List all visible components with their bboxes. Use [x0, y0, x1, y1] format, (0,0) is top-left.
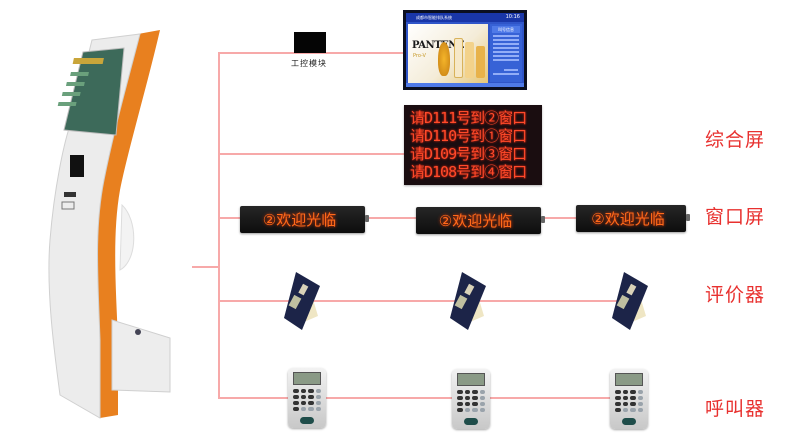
label-comprehensive-screen: 综合屏: [705, 129, 766, 151]
led-call-row: 请D109号到③窗口: [410, 145, 527, 163]
led-call-row: 请D111号到②窗口: [410, 109, 527, 127]
caller-keys: [457, 390, 485, 412]
window-screen-text: ②欢迎光临: [262, 211, 337, 229]
info-monitor: 成都市智能排队系统 10:16 PANTENE Pro-V 叫号信息: [403, 10, 527, 90]
main-bus-wire: [218, 52, 220, 399]
led-call-row: 请D110号到①窗口: [410, 127, 527, 145]
monitor-sidebar-title: 叫号信息: [492, 26, 520, 33]
call-info-line: [493, 35, 519, 37]
queue-ticket-kiosk: [48, 30, 171, 419]
kiosk-screen-button: [65, 82, 85, 86]
kiosk-screen-header: [72, 58, 104, 64]
monitor-screen: 成都市智能排队系统 10:16 PANTENE Pro-V 叫号信息: [406, 13, 524, 87]
call-info-line: [504, 69, 518, 71]
comprehensive-led-screen: 请D111号到②窗口 请D110号到①窗口 请D109号到③窗口 请D108号到…: [404, 105, 542, 185]
kiosk-screen-button: [70, 72, 89, 76]
call-info-line: [493, 51, 519, 53]
call-info-line: [493, 47, 519, 49]
caller-lcd: [293, 372, 321, 385]
label-evaluator: 评价器: [705, 284, 766, 306]
call-info-line: [493, 55, 519, 57]
evaluator-device: [284, 272, 320, 330]
wire-callers: [218, 397, 618, 399]
kiosk-ticket-slot: [64, 192, 76, 197]
ad-product-image: [454, 38, 463, 78]
caller-keypad: [610, 369, 648, 429]
kiosk-printer-cover: [119, 203, 135, 271]
wire-window-screens: [218, 217, 578, 219]
window-led-screen: ②欢迎光临: [416, 207, 545, 234]
caller-keypad: [288, 368, 326, 428]
window-screen-connector: [365, 215, 369, 222]
kiosk-card-reader: [70, 155, 84, 177]
wire-evaluators: [218, 300, 628, 302]
caller-ok-button: [622, 418, 636, 425]
evaluator-device: [612, 272, 648, 330]
caller-keys: [293, 389, 321, 411]
call-info-line: [493, 43, 519, 45]
caller-lcd: [457, 373, 485, 386]
monitor-ticker: [406, 83, 524, 87]
window-screen-text: ②欢迎光临: [591, 210, 665, 228]
monitor-advertisement: PANTENE Pro-V: [408, 24, 488, 87]
caller-lcd: [615, 373, 643, 386]
monitor-time: 10:16: [505, 14, 520, 20]
kiosk-base: [111, 319, 171, 393]
window-led-screen: ②欢迎光临: [240, 206, 369, 233]
kiosk-lock-icon: [135, 329, 141, 335]
window-screen-connector: [686, 214, 690, 221]
control-module-box: [294, 32, 326, 53]
call-info-line: [493, 73, 519, 75]
ad-brand: PANTENE: [412, 40, 465, 51]
window-led-screen: ②欢迎光临: [576, 205, 690, 232]
wire-from-kiosk: [192, 266, 219, 268]
control-module-label: 工控模块: [291, 59, 327, 68]
caller-keypad: [452, 369, 490, 429]
led-call-row: 请D108号到④窗口: [410, 163, 527, 181]
window-screen-connector: [541, 216, 545, 223]
label-window-screen: 窗口屏: [705, 206, 766, 228]
caller-keys: [615, 390, 643, 412]
ad-product-image: [438, 42, 450, 76]
caller-ok-button: [300, 417, 314, 424]
monitor-header-title: 成都市智能排队系统: [416, 15, 452, 20]
call-info-line: [493, 39, 519, 41]
ad-product-image: [476, 46, 485, 78]
call-info-line: [493, 59, 519, 61]
window-screen-text: ②欢迎光临: [438, 212, 513, 230]
monitor-header: 成都市智能排队系统 10:16: [406, 13, 524, 22]
evaluator-device: [450, 272, 486, 330]
kiosk-screen-button: [57, 102, 77, 106]
ad-subtitle: Pro-V: [413, 53, 426, 59]
kiosk-screen-button: [61, 92, 81, 96]
kiosk-button: [61, 201, 75, 210]
label-caller: 呼叫器: [705, 398, 766, 420]
ad-product-image: [465, 42, 474, 78]
wire-to-comprehensive-screen: [218, 153, 405, 155]
wire-to-monitor: [218, 52, 404, 54]
monitor-call-info-panel: 叫号信息: [490, 24, 522, 82]
caller-ok-button: [464, 418, 478, 425]
